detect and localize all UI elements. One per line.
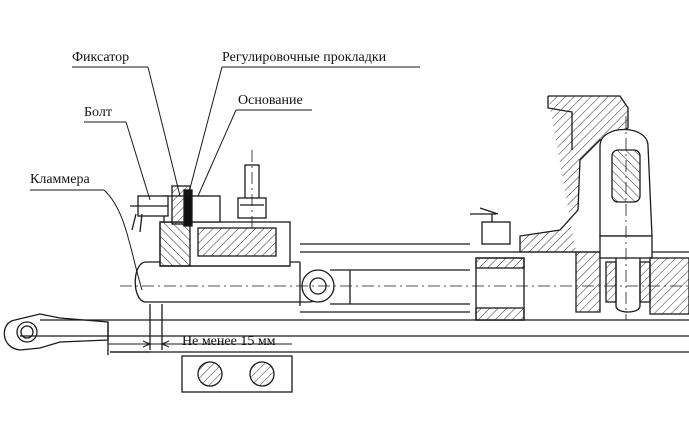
label-klammera: Кламмера — [30, 172, 90, 187]
label-prokladki: Регулировочные прокладки — [222, 50, 387, 65]
label-distance: Не менее 15 мм — [182, 334, 276, 349]
left-eye-bolt — [3, 313, 109, 355]
dimension-line — [108, 340, 292, 348]
rail-profile — [519, 95, 629, 313]
label-bolt: Болт — [84, 105, 112, 120]
anchor-hook — [599, 128, 689, 315]
leader-lines — [30, 66, 420, 291]
lower-block — [181, 355, 293, 393]
base-assembly — [159, 185, 291, 267]
stud-bolt — [237, 164, 267, 219]
right-clip — [470, 207, 525, 321]
label-osnovanie: Основание — [238, 93, 303, 108]
label-fiksator: Фиксатор — [72, 50, 130, 65]
centerlines — [120, 116, 689, 320]
bolt-part — [130, 195, 169, 233]
bottom-rail — [20, 319, 689, 353]
